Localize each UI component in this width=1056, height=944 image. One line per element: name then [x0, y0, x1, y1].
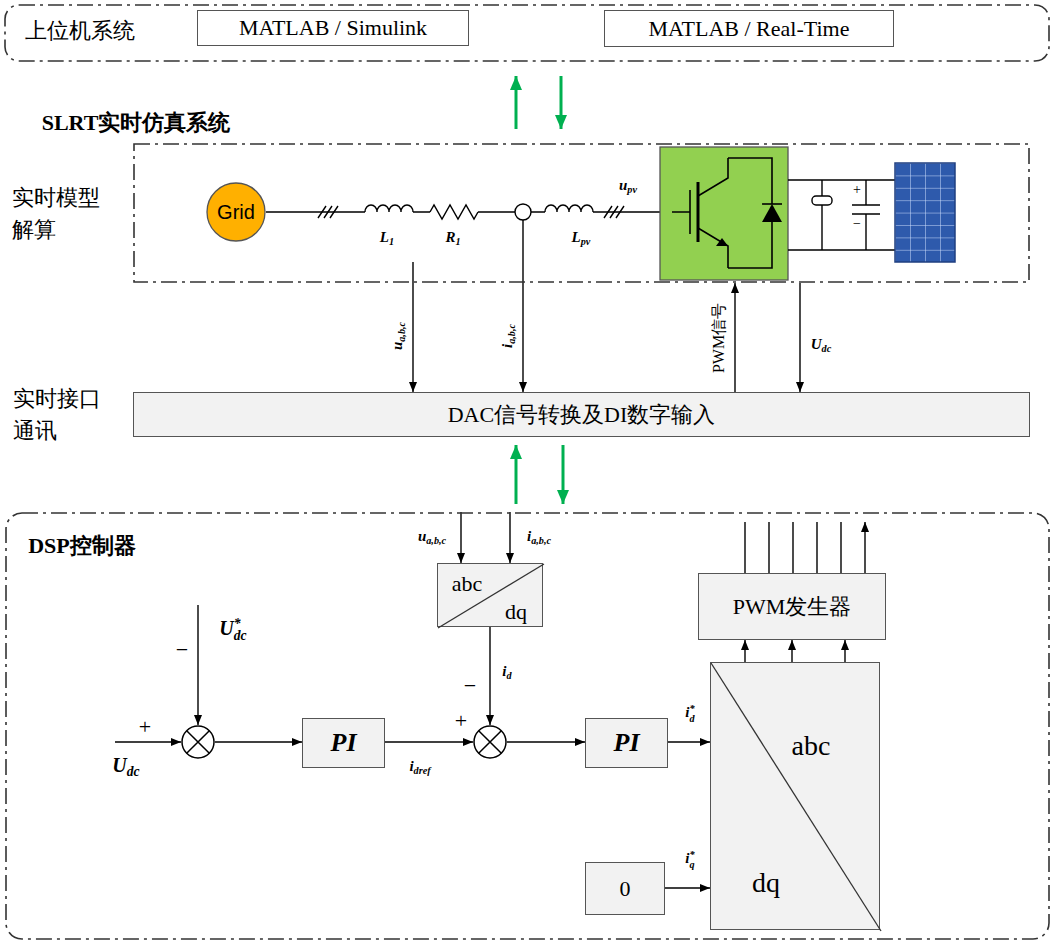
block-box: PI	[302, 718, 385, 768]
box-label: MATLAB / Simulink	[239, 15, 427, 40]
pv-panel	[895, 163, 955, 262]
signal-arrow	[509, 512, 510, 563]
signal-arrow	[215, 741, 302, 742]
node-outline	[133, 143, 1030, 283]
pwm-output-arrows	[745, 522, 865, 573]
signal-name: upv	[619, 177, 637, 196]
node-outline	[711, 663, 879, 929]
box-label: PI	[614, 728, 640, 758]
sign-mark: +	[455, 708, 467, 733]
block-box: abc dq	[710, 662, 880, 930]
signal-name: PWM信号	[710, 303, 728, 373]
node-outline	[473, 725, 507, 759]
box-label: 实时模型解算	[12, 182, 104, 246]
data-link-arrow	[515, 76, 518, 129]
diode-symbol	[762, 204, 782, 222]
signal-arrow	[744, 640, 745, 662]
sum-junction: −+	[181, 725, 215, 759]
box-label: abc	[452, 571, 483, 596]
signal-arrow	[507, 741, 585, 742]
block-box: MATLAB / Real-Time	[604, 10, 894, 47]
region-heading: SLRT实时仿真系统	[42, 110, 231, 135]
signal-name: L1	[380, 229, 394, 248]
igbt-symbol	[672, 158, 782, 268]
resistor-symbol	[430, 205, 478, 219]
box-label: dq	[752, 867, 780, 899]
signal-name: Lpv	[572, 229, 591, 248]
signal-name: ia,b,c	[499, 324, 518, 348]
signal-arrow	[522, 283, 523, 392]
data-link-arrow	[515, 445, 518, 504]
current-sensor	[515, 204, 531, 220]
igbt-box	[660, 147, 788, 280]
inductor-symbol	[365, 205, 413, 212]
data-link-arrow	[560, 76, 563, 129]
data-link-arrow	[562, 445, 565, 504]
box-label: dq	[505, 599, 527, 624]
signal-arrow	[799, 283, 800, 392]
signal-arrow	[460, 512, 461, 563]
box-label: PWM发生器	[733, 594, 852, 619]
box-label: Grid	[217, 201, 255, 224]
signal-arrow	[668, 741, 710, 742]
signal-arrow	[665, 887, 710, 888]
source-circle: Grid	[206, 182, 266, 242]
udc-ref-arrow	[197, 605, 198, 725]
signal-name: U*dc	[219, 617, 246, 643]
block-box: MATLAB / Simulink	[197, 10, 469, 46]
sign-mark: +	[139, 714, 151, 739]
block-box: PWM发生器	[698, 573, 886, 640]
sum-junction: +−	[473, 725, 507, 759]
signal-arrow	[412, 283, 413, 392]
capacitor-symbol	[852, 180, 880, 250]
block-box: 0	[585, 862, 665, 915]
box-label: PI	[331, 728, 357, 758]
box-label: 0	[620, 876, 631, 901]
block-box: PI	[585, 718, 668, 768]
signal-name: i*q	[685, 850, 694, 869]
block-box: DAC信号转换及DI数字输入实时接口通讯	[133, 392, 1030, 437]
signal-arrow	[489, 627, 490, 725]
signal-arrow	[791, 640, 792, 662]
emitter-arrow	[716, 238, 728, 246]
region-band: 上位机系统 MATLAB / Simulink MATLAB / Real-Time	[4, 4, 1050, 62]
box-label: 实时接口通讯	[13, 383, 105, 447]
udc-input-arrow	[115, 741, 181, 742]
signal-name: id	[502, 663, 511, 682]
three-phase-mark	[318, 206, 624, 218]
region-band: DSP控制器abcdqPWM发生器−+PI+−PIabcdq0	[5, 512, 1050, 940]
box-label: abc	[792, 730, 831, 762]
signal-name: ia,b,c	[527, 528, 551, 547]
inductor-symbol	[545, 205, 593, 212]
signal-name: ua,b,c	[389, 322, 408, 350]
signal-name: Udc	[811, 336, 831, 355]
signal-arrow	[844, 640, 845, 662]
signal-arrow	[385, 741, 473, 742]
block-box: abcdq	[437, 563, 543, 627]
region-heading: 上位机系统	[25, 18, 135, 43]
node-outline	[181, 725, 215, 759]
signal-name: R1	[445, 229, 460, 248]
measure-lead	[413, 220, 523, 283]
box-label: MATLAB / Real-Time	[649, 16, 850, 41]
signal-name: −	[853, 216, 861, 232]
box-label: DAC信号转换及DI数字输入	[448, 402, 716, 427]
signal-name: +	[853, 182, 861, 198]
signal-arrow	[734, 283, 735, 392]
region-heading: DSP控制器	[28, 533, 136, 558]
signal-name: Udc	[112, 754, 139, 780]
signal-name: i*d	[685, 704, 694, 723]
sign-mark: −	[176, 637, 188, 662]
dc-wire	[788, 180, 895, 250]
sign-mark: −	[464, 673, 476, 698]
voltage-sensor	[812, 196, 832, 205]
region-band: SLRT实时仿真系统实时模型解算Grid	[133, 143, 1030, 283]
signal-name: ua,b,c	[418, 528, 446, 547]
signal-name: idref	[409, 758, 430, 777]
